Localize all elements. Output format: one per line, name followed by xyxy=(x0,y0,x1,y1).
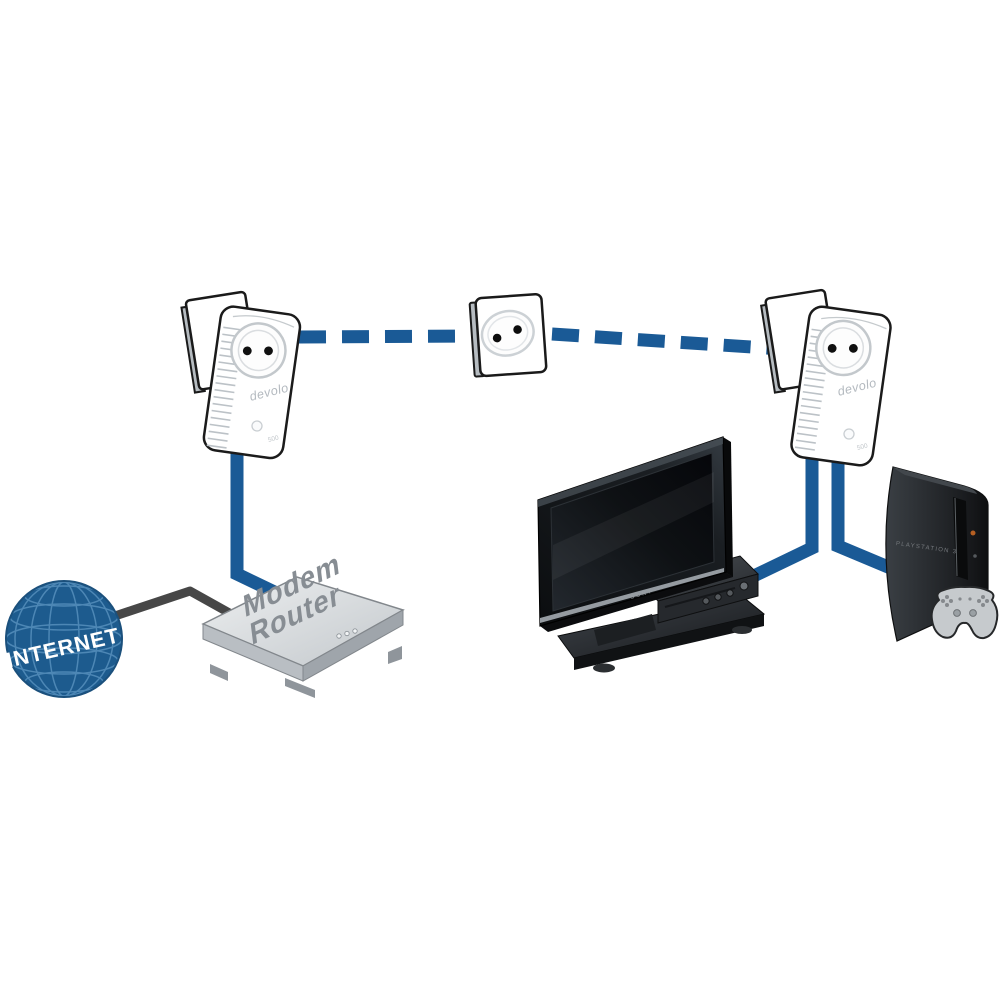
socket-hole xyxy=(492,333,502,343)
adapter-socket-right xyxy=(815,319,872,377)
ethernet-cable-adapter-to-player xyxy=(732,448,819,591)
router-foot xyxy=(285,678,315,698)
socket-hole xyxy=(848,343,858,353)
router-foot xyxy=(388,646,402,664)
disc-tray-slot xyxy=(664,587,736,608)
tv: SONY xyxy=(537,436,733,632)
adapter-model-label-left: 500 xyxy=(267,434,280,444)
stand-front xyxy=(574,614,764,670)
router-led-lights xyxy=(336,628,358,639)
socket-hole xyxy=(264,346,273,356)
socket-hole xyxy=(513,325,522,334)
modem-router: Modem Router xyxy=(201,546,405,698)
router-front-right-face xyxy=(302,609,404,682)
tv-stand xyxy=(557,595,766,673)
powerline-link-left xyxy=(298,329,471,344)
controller-dpad xyxy=(941,595,953,607)
power-led-icon xyxy=(970,530,976,536)
internet-globe: INTERNET xyxy=(4,580,123,698)
game-controller xyxy=(930,585,999,640)
eject-button-icon xyxy=(973,554,977,558)
tv-screen xyxy=(550,452,715,612)
internet-cable xyxy=(110,586,236,622)
controller-body xyxy=(930,585,999,640)
home-button-icon xyxy=(843,428,855,440)
controller-action-buttons xyxy=(977,595,989,607)
controller-sticks xyxy=(953,597,977,617)
ps3-top-face xyxy=(893,467,977,494)
player-buttons xyxy=(702,581,749,605)
wall-socket xyxy=(468,293,548,378)
tv-bezel-highlight xyxy=(538,437,723,507)
slot-highlight xyxy=(954,497,958,577)
powerline-link-right xyxy=(551,327,783,356)
socket-hole xyxy=(242,346,252,356)
stand-foot xyxy=(732,626,752,634)
powerline-adapter-left: devolo 500 xyxy=(180,290,302,460)
powerline-adapter-right: devolo 500 xyxy=(760,288,892,467)
stand-neck xyxy=(594,614,656,646)
stand-foot xyxy=(593,663,615,673)
tv-silver-strip xyxy=(540,568,724,623)
adapter-top-line xyxy=(232,315,295,328)
adapter-top-line xyxy=(821,316,887,330)
adapter-socket-left xyxy=(230,322,287,379)
adapter-body-left xyxy=(202,305,302,460)
adapter-vents-icon xyxy=(206,326,244,449)
tv-bottom-edge xyxy=(540,572,733,632)
router-foot xyxy=(210,664,228,681)
adapter-model-label-right: 500 xyxy=(856,442,869,452)
ethernet-cable-adapter-to-ps3 xyxy=(831,448,903,578)
home-button-icon xyxy=(251,420,263,432)
screen-reflection xyxy=(553,472,714,580)
adapter-body-right xyxy=(790,305,892,467)
socket-hole xyxy=(827,344,837,353)
